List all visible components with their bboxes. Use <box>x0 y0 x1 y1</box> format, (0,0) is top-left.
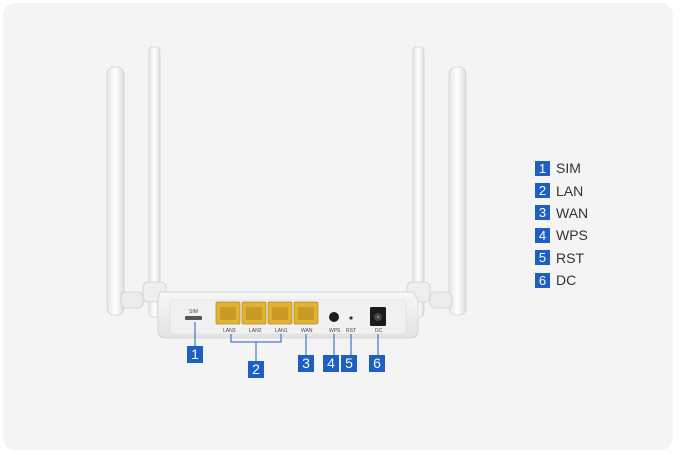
antenna-left-outer <box>106 66 144 316</box>
legend-number: 5 <box>535 250 550 266</box>
legend-item-lan: 2 LAN <box>535 179 588 201</box>
legend-item-sim: 1 SIM <box>535 157 588 179</box>
antenna-right-outer <box>429 66 467 316</box>
legend-label: WPS <box>556 227 588 244</box>
rst-label: RST <box>346 328 356 334</box>
legend-label: RST <box>556 249 584 266</box>
sim-slot-label: SIM <box>189 309 198 315</box>
legend-item-dc: 6 DC <box>535 269 588 291</box>
legend-label: SIM <box>556 160 581 177</box>
lan2-label: LAN2 <box>249 328 262 334</box>
legend-number: 6 <box>535 272 550 288</box>
legend-label: DC <box>556 272 577 289</box>
legend-item-wan: 3 WAN <box>535 202 588 224</box>
legend-label: LAN <box>556 182 584 199</box>
antenna-right-inner <box>406 46 431 318</box>
legend-item-rst: 5 RST <box>535 247 588 269</box>
lan-port-2: LAN2 <box>241 301 267 334</box>
legend-number: 2 <box>535 183 550 199</box>
port-legend: 1 SIM 2 LAN 3 WAN 4 WPS 5 RST 6 DC <box>535 157 588 291</box>
lan3-label: LAN3 <box>223 328 236 334</box>
dc-jack: DC <box>370 307 386 334</box>
wps-button: WPS <box>329 312 341 334</box>
callout-4: 4 <box>323 355 339 372</box>
callout-6: 6 <box>369 355 385 372</box>
callout-lines <box>194 322 379 361</box>
antenna-left-inner <box>142 46 167 318</box>
wan-port: WAN <box>293 301 319 334</box>
legend-number: 1 <box>535 160 550 176</box>
legend-number: 4 <box>535 227 550 243</box>
lan-port-3: LAN3 <box>215 301 241 334</box>
wps-label: WPS <box>329 328 341 334</box>
legend-number: 3 <box>535 205 550 221</box>
callout-1: 1 <box>187 346 203 363</box>
legend-label: WAN <box>556 204 589 221</box>
lan-port-1: LAN1 <box>267 301 293 334</box>
callout-3: 3 <box>298 355 314 372</box>
wan-label: WAN <box>301 328 313 334</box>
dc-label: DC <box>375 328 383 334</box>
callout-2: 2 <box>248 361 264 378</box>
reset-hole: RST <box>346 316 356 334</box>
sim-slot: SIM <box>185 309 202 320</box>
lan1-label: LAN1 <box>275 328 288 334</box>
callout-5: 5 <box>341 355 357 372</box>
legend-item-wps: 4 WPS <box>535 224 588 246</box>
